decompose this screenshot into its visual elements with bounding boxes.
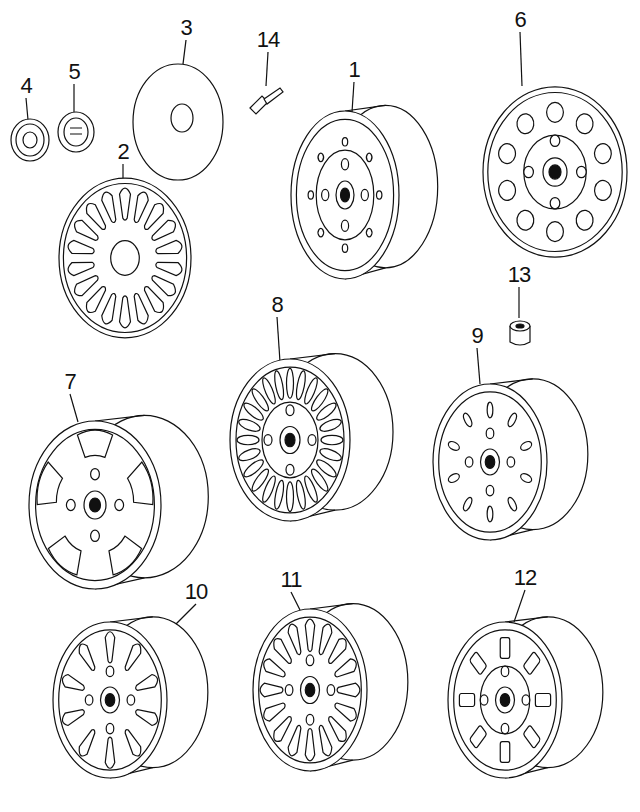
callout-number: 7 (63, 371, 76, 393)
callout-number: 9 (470, 325, 483, 347)
callout-number: 13 (507, 264, 531, 286)
callout-number: 14 (256, 29, 280, 51)
callout-number: 12 (513, 567, 537, 589)
callout-number: 4 (19, 75, 32, 97)
callout-number: 10 (184, 581, 208, 603)
callout-number: 3 (179, 17, 192, 39)
callout-number: 1 (347, 59, 360, 81)
callout-number: 6 (513, 9, 526, 31)
callout-number: 11 (280, 569, 303, 591)
callout-number: 8 (270, 294, 283, 316)
callout-number: 5 (67, 61, 80, 83)
callout-number: 2 (116, 141, 129, 163)
